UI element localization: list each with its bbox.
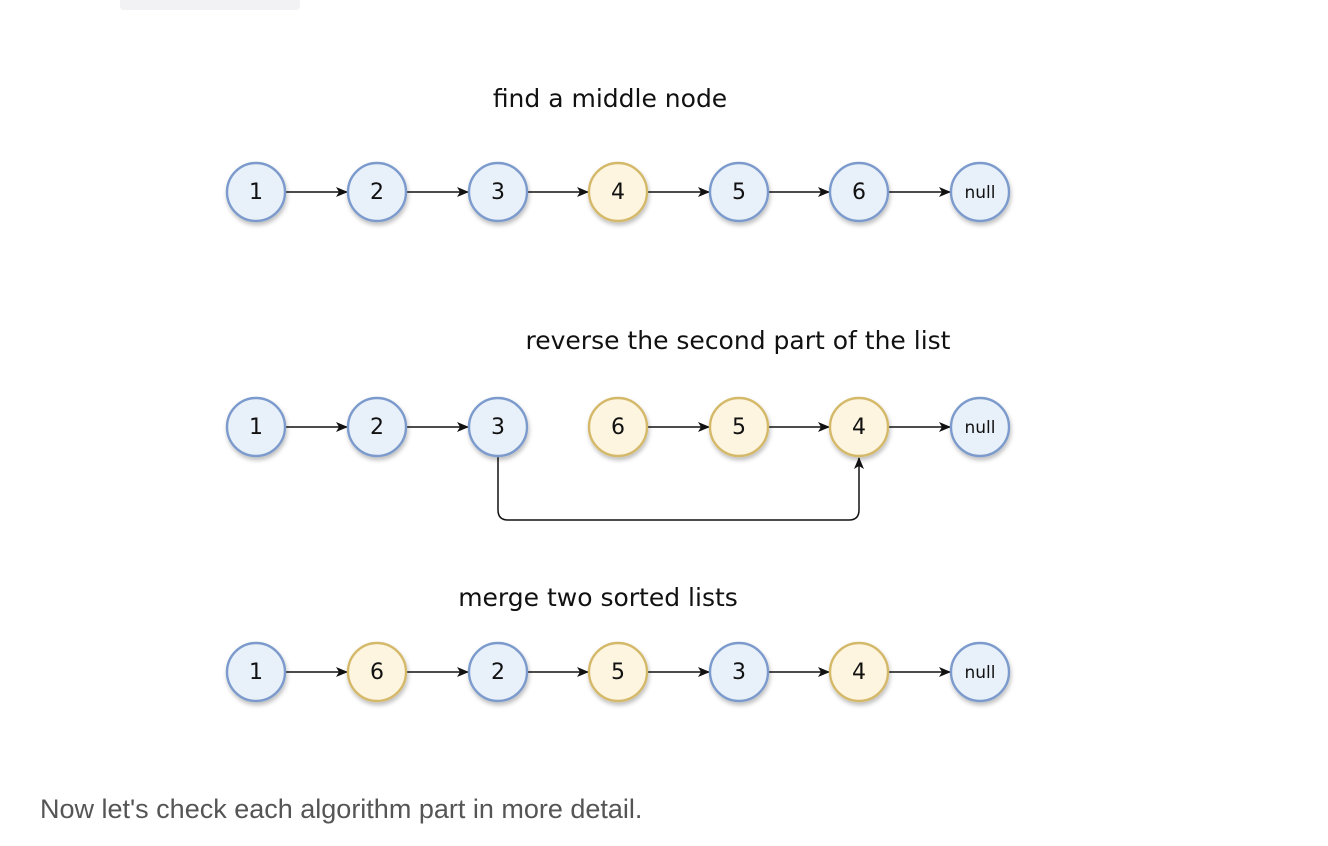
list-node: 3 bbox=[467, 161, 529, 223]
step-title: merge two sorted lists bbox=[458, 583, 738, 612]
node-circle bbox=[587, 161, 649, 223]
node-circle bbox=[708, 641, 770, 703]
node-label: 5 bbox=[732, 180, 746, 205]
node-circle bbox=[587, 396, 649, 458]
node-label: 4 bbox=[852, 660, 866, 685]
list-node: 4 bbox=[828, 396, 890, 458]
node-label: null bbox=[965, 418, 996, 438]
node-label: 1 bbox=[249, 180, 263, 205]
node-circle bbox=[949, 396, 1011, 458]
node-label: 4 bbox=[611, 180, 625, 205]
node-circle bbox=[467, 396, 529, 458]
node-label: 6 bbox=[611, 415, 625, 440]
node-label: 1 bbox=[249, 660, 263, 685]
node-label: 3 bbox=[491, 415, 505, 440]
list-node: 3 bbox=[708, 641, 770, 703]
list-node: 5 bbox=[708, 396, 770, 458]
node-circle bbox=[708, 396, 770, 458]
node-label: 3 bbox=[732, 660, 746, 685]
list-node: 6 bbox=[587, 396, 649, 458]
node-circle bbox=[708, 161, 770, 223]
list-node: 2 bbox=[346, 161, 408, 223]
node-label: 3 bbox=[491, 180, 505, 205]
list-node: 2 bbox=[467, 641, 529, 703]
node-label: 2 bbox=[491, 660, 505, 685]
node-circle bbox=[346, 161, 408, 223]
null-node: null bbox=[949, 396, 1011, 458]
list-node: 1 bbox=[225, 161, 287, 223]
list-node: 4 bbox=[828, 641, 890, 703]
list-node: 5 bbox=[587, 641, 649, 703]
step-title: find a middle node bbox=[493, 84, 727, 113]
list-node: 6 bbox=[828, 161, 890, 223]
node-circle bbox=[467, 161, 529, 223]
node-circle bbox=[949, 641, 1011, 703]
step-merge-lists: merge two sorted lists 1 6 2 5 3 4 null bbox=[225, 583, 1011, 703]
list-node: 6 bbox=[346, 641, 408, 703]
node-circle bbox=[828, 641, 890, 703]
nodes-group: 1 6 2 5 3 4 null bbox=[225, 641, 1011, 703]
node-circle bbox=[225, 161, 287, 223]
node-circle bbox=[949, 161, 1011, 223]
node-label: 6 bbox=[852, 180, 866, 205]
node-label: 2 bbox=[370, 415, 384, 440]
step-find-middle: find a middle node 1 2 3 4 5 6 null bbox=[225, 84, 1011, 223]
nodes-group: 1 2 3 6 5 4 null bbox=[225, 396, 1011, 458]
node-label: null bbox=[965, 183, 996, 203]
node-label: 1 bbox=[249, 415, 263, 440]
node-circle bbox=[828, 161, 890, 223]
nodes-group: 1 2 3 4 5 6 null bbox=[225, 161, 1011, 223]
list-node: 1 bbox=[225, 641, 287, 703]
step-title: reverse the second part of the list bbox=[526, 326, 951, 355]
node-label: 6 bbox=[370, 660, 384, 685]
step-reverse-second-part: reverse the second part of the list 1 2 3 6… bbox=[225, 326, 1011, 521]
edges-group bbox=[286, 422, 951, 521]
node-circle bbox=[225, 396, 287, 458]
node-circle bbox=[225, 641, 287, 703]
node-label: 5 bbox=[732, 415, 746, 440]
caption-text: Now let's check each algorithm part in m… bbox=[40, 794, 643, 824]
node-circle bbox=[346, 396, 408, 458]
node-circle bbox=[346, 641, 408, 703]
top-tab bbox=[120, 0, 300, 10]
null-node: null bbox=[949, 161, 1011, 223]
linked-list-diagram: find a middle node 1 2 3 4 5 6 null reverse th… bbox=[225, 84, 1011, 703]
list-node: 1 bbox=[225, 396, 287, 458]
list-node: 5 bbox=[708, 161, 770, 223]
list-node: 4 bbox=[587, 161, 649, 223]
reconnect-pointer-arrow bbox=[497, 457, 864, 521]
node-label: null bbox=[965, 663, 996, 683]
node-label: 4 bbox=[852, 415, 866, 440]
node-circle bbox=[467, 641, 529, 703]
node-label: 5 bbox=[611, 660, 625, 685]
node-circle bbox=[587, 641, 649, 703]
list-node: 2 bbox=[346, 396, 408, 458]
null-node: null bbox=[949, 641, 1011, 703]
node-label: 2 bbox=[370, 180, 384, 205]
list-node: 3 bbox=[467, 396, 529, 458]
node-circle bbox=[828, 396, 890, 458]
